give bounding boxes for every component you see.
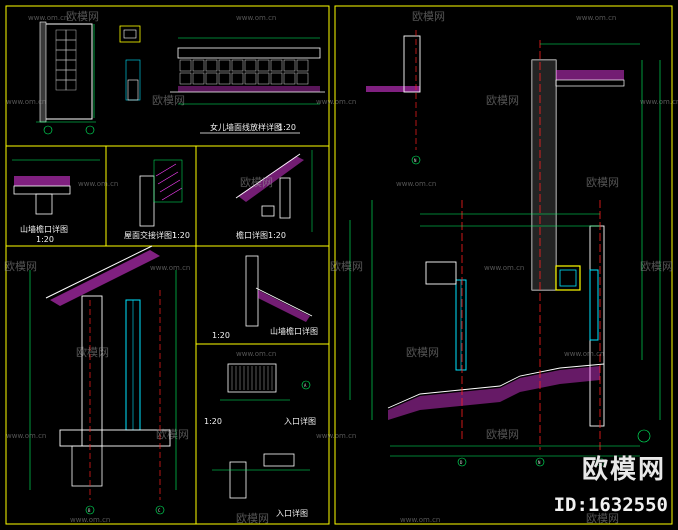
watermark-site: www.om.cn — [316, 98, 356, 106]
roof-joint-scale: 1:20 — [172, 231, 190, 240]
brand-logo: 欧模网 — [581, 455, 666, 485]
facade-detail-title: 女儿墙面线放样详图 — [210, 122, 282, 132]
entry-detail-scale: 1:20 — [204, 417, 222, 426]
watermark-logo: 欧模网 — [486, 94, 519, 107]
gable-section-drawing — [29, 245, 177, 515]
axis-tag: N — [414, 158, 417, 163]
watermark-logo: 欧模网 — [156, 428, 189, 441]
axis-tags: N N A B C D E — [88, 158, 601, 513]
eave-detail-scale: 1:20 — [36, 235, 54, 244]
watermark-logo: 欧模网 — [412, 10, 445, 23]
entry2-detail-title: 入口详图 — [276, 508, 308, 518]
watermark-logo: 欧模网 — [586, 512, 619, 525]
watermark-site: www.om.cn — [150, 264, 190, 272]
ridge-detail-drawing: 山墙檐口详图 1:20 — [212, 255, 318, 340]
watermark-site: www.om.cn — [640, 98, 678, 106]
gutter-detail-scale: 1:20 — [268, 231, 286, 240]
watermark-site: www.om.cn — [6, 432, 46, 440]
watermark-logo: 欧模网 — [240, 176, 273, 189]
watermark-logo: 欧模网 — [330, 260, 363, 273]
eave-detail-title: 山墙檐口详图 — [20, 224, 68, 234]
watermark-logo: 欧模网 — [152, 94, 185, 107]
watermark-site: www.om.cn — [484, 264, 524, 272]
watermark-site: www.om.cn — [400, 516, 440, 524]
watermark-site: www.om.cn — [236, 14, 276, 22]
entry-detail-drawing: 入口详图 1:20 入口详图 — [204, 363, 316, 518]
entry-detail-title: 入口详图 — [284, 416, 316, 426]
axis-tag: C — [158, 508, 161, 513]
watermark-logo: 欧模网 — [586, 176, 619, 189]
axis-tag: A — [304, 383, 307, 388]
resource-id: ID:1632550 — [553, 494, 668, 516]
roof-joint-title: 屋面交接详图1 — [124, 230, 177, 240]
watermark-site: www.om.cn — [78, 180, 118, 188]
watermark-logo: 欧模网 — [4, 260, 37, 273]
watermark-layer: www.om.cn 欧模网 www.om.cn 欧模网 www.om.cn ww… — [4, 10, 678, 525]
watermark-site: www.om.cn — [28, 14, 68, 22]
axis-tag: B — [88, 508, 91, 513]
watermark-site: www.om.cn — [564, 350, 604, 358]
watermark-site: www.om.cn — [6, 98, 46, 106]
watermark-logo: 欧模网 — [66, 10, 99, 23]
facade-detail-drawing: 女儿墙面线放样详图 1:20 — [36, 21, 325, 135]
watermark-site: www.om.cn — [576, 14, 616, 22]
watermark-logo: 欧模网 — [640, 260, 673, 273]
watermark-logo: 欧模网 — [76, 346, 109, 359]
axis-tag: E — [598, 460, 601, 465]
gutter-detail-title: 檐口详图 — [236, 230, 268, 240]
building-section-drawing — [349, 30, 661, 467]
watermark-logo: 欧模网 — [236, 512, 269, 525]
ridge-detail-title: 山墙檐口详图 — [270, 326, 318, 336]
ridge-detail-scale: 1:20 — [212, 331, 230, 340]
watermark-site: www.om.cn — [70, 516, 110, 524]
watermark-site: www.om.cn — [236, 350, 276, 358]
gutter-detail-drawing: 檐口详图 1:20 — [235, 150, 313, 240]
roof-joint-drawing: 屋面交接详图1 1:20 — [124, 159, 190, 240]
panel-frames — [5, 5, 673, 525]
watermark-site: www.om.cn — [316, 432, 356, 440]
watermark-site: www.om.cn — [396, 180, 436, 188]
axis-tag: N — [538, 460, 541, 465]
axis-tag: D — [460, 460, 463, 465]
watermark-logo: 欧模网 — [486, 428, 519, 441]
watermark-logo: 欧模网 — [406, 346, 439, 359]
eave-detail-drawing: 山墙檐口详图 1:20 — [12, 159, 100, 244]
facade-detail-scale: 1:20 — [278, 123, 296, 132]
